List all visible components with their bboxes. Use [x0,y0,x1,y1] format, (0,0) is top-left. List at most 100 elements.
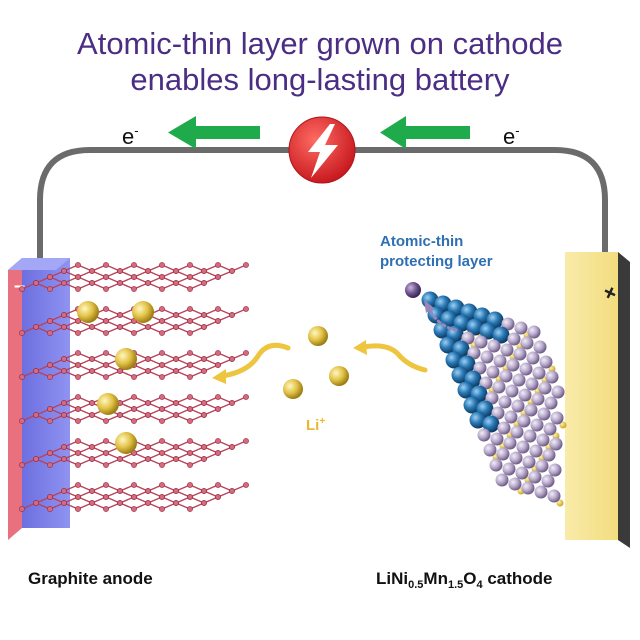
electron-arrow-right [380,116,470,149]
cathode-atom [527,325,541,339]
cathode-atom [538,381,552,395]
cathode-atom [517,414,531,428]
title-line-1: Atomic-thin layer grown on cathode [77,26,563,61]
cathode-atom [498,395,512,409]
cathode-atom [523,429,537,443]
cathode-atom [486,365,500,379]
ion-flow-arrow-left [212,342,291,384]
graphite-sheet [19,438,249,468]
cathode-atom [541,474,555,488]
cathode-atom [507,332,521,346]
protecting-layer-atom [463,396,481,414]
cathode-atom [525,377,539,391]
electron-label-left: e- [122,123,139,149]
ion-flow-arrow-right [353,340,428,373]
graphite-sheet [19,262,249,292]
lightning-bolt-icon [288,116,356,184]
protecting-layer-atom [492,326,510,344]
protecting-layer-atom [451,366,469,384]
cathode-atom [509,451,523,465]
cathode-atom [521,481,535,495]
cathode-atom [489,458,503,472]
cathode-atom [487,339,501,353]
cathode-atom [461,331,475,345]
cathode-atom [491,406,505,420]
protecting-layer-label-line1: Atomic-thin [380,233,463,250]
cathode-atom [510,425,524,439]
cathode-atom [504,410,518,424]
cathode-atom [497,421,511,435]
anode-label: Graphite anode [28,569,153,588]
cathode-atom [543,422,557,436]
cathode-atom [550,411,564,425]
cathode-plate [565,252,630,548]
protecting-layer-atom [439,336,457,354]
cathode-atom [505,384,519,398]
protecting-layer-label-line2: protecting layer [380,253,493,270]
cathode-atom [533,340,547,354]
electrolyte-lithium-ions [283,326,349,399]
cathode-atom [479,376,493,390]
cathode-atom [551,385,565,399]
figure-title: Atomic-thin layer grown on cathode enabl… [0,26,640,98]
protecting-layer-atom [445,351,463,369]
cathode-atom [513,347,527,361]
dissolved-transition-metal-atom [405,282,421,298]
cathode-atom [549,437,563,451]
cathode-crystal-lattice [421,291,567,507]
cathode-atom [539,355,553,369]
dissolution-dotted-arrow [428,308,458,332]
graphite-sheet [19,350,249,380]
electron-arrow-left [168,116,260,149]
cathode-atom [531,392,545,406]
cathode-atom [528,470,542,484]
cathode-atom [493,354,507,368]
cathode-atom [526,351,540,365]
protecting-layer-atom [433,321,451,339]
cathode-atom [467,346,481,360]
cathode-atom [536,433,550,447]
cathode-atom [511,399,525,413]
cathode-atom [537,407,551,421]
cathode-atom [529,444,543,458]
title-line-2: enables long-lasting battery [130,62,510,97]
cathode-atom [503,436,517,450]
cathode-atom [506,358,520,372]
cathode-atom [547,489,561,503]
graphite-sheet [19,482,249,512]
protecting-layer-atom [469,411,487,429]
cathode-atom [518,388,532,402]
cathode-atom [480,350,494,364]
cathode-atom [508,477,522,491]
graphite-sheet [19,394,249,424]
anode-plate [8,258,70,540]
anode-terminal-sign: – [14,275,25,297]
cathode-label: LiNi0.5Mn1.5O4 cathode [376,569,553,591]
cathode-atom [502,462,516,476]
cathode-atom [542,448,556,462]
cathode-atom [532,366,546,380]
protecting-layer-atom [457,381,475,399]
cathode-atom [544,396,558,410]
cathode-atom [477,428,491,442]
anode-lithium-atoms [77,301,154,454]
cathode-atom [515,466,529,480]
cathode-atom [535,459,549,473]
cathode-atom [496,447,510,461]
cathode-atom [485,391,499,405]
cathode-atom [474,335,488,349]
cathode-atom [530,418,544,432]
cathode-atom [514,321,528,335]
lithium-ion-label: Li+ [306,416,325,434]
cathode-atom [500,343,514,357]
dissolution-arrowhead [424,300,434,313]
cathode-atom [519,362,533,376]
cathode-atom [473,361,487,375]
protecting-layer-atom [479,322,497,340]
protecting-layer-atom [466,318,484,336]
cathode-atom [520,336,534,350]
cathode-atom [492,380,506,394]
electron-label-right: e- [503,123,520,149]
cathode-atom [512,373,526,387]
